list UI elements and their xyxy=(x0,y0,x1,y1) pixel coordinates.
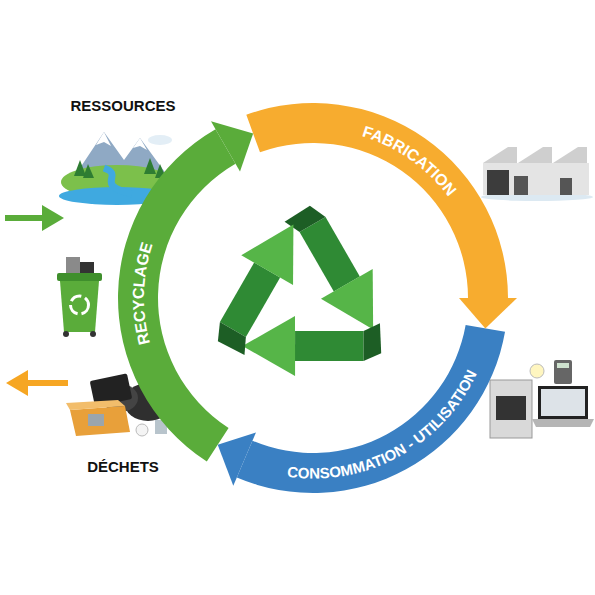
cloud xyxy=(148,135,172,145)
input-arrow xyxy=(5,215,47,221)
tree xyxy=(83,164,94,178)
cardboard-box xyxy=(70,406,130,436)
cycle-band: FABRICATION xyxy=(244,101,510,300)
cycle-arrow xyxy=(459,298,517,328)
factory-roof xyxy=(483,147,517,163)
bin-body xyxy=(60,281,99,332)
old-phone xyxy=(88,414,104,426)
cycle-arrowhead xyxy=(459,298,517,328)
band-outline: RECYCLAGE xyxy=(116,127,238,464)
river xyxy=(104,168,132,194)
recycle-fold xyxy=(351,318,394,367)
band-label: RECYCLAGE xyxy=(130,240,156,347)
output-arrow-head xyxy=(6,370,28,396)
factory-roof xyxy=(518,147,552,163)
recycle-fold xyxy=(210,314,253,363)
oven-door xyxy=(496,396,526,420)
factory-building xyxy=(483,163,589,195)
bin-lid xyxy=(57,273,102,281)
calculator-screen xyxy=(557,363,569,368)
old-bulb xyxy=(136,424,148,436)
recycle-arrow-head xyxy=(321,269,373,329)
recycle-arrow-head xyxy=(241,225,319,300)
mountain-snow xyxy=(96,132,111,146)
stage-label: RESSOURCES xyxy=(58,97,188,115)
recycle-symbol xyxy=(186,206,394,408)
band-title: FABRICATION xyxy=(360,123,459,199)
oven xyxy=(490,380,532,438)
input-arrow-head xyxy=(42,205,64,231)
recycle-arrow xyxy=(300,217,360,291)
factory-roof xyxy=(553,147,587,163)
bin-item xyxy=(66,257,80,275)
factory-window xyxy=(487,170,509,195)
band-label: FABRICATION xyxy=(360,123,459,199)
bin-wheel xyxy=(63,331,69,337)
calculator xyxy=(554,360,572,384)
band-shape xyxy=(246,103,508,298)
cycle-band: CONSOMMATION - UTILISATION xyxy=(234,322,508,495)
band-outline: FABRICATION xyxy=(244,101,510,300)
laptop-screen xyxy=(538,386,588,419)
recycle-arrow xyxy=(282,301,376,390)
band-title: CONSOMMATION - UTILISATION xyxy=(286,367,480,482)
bin-recycle-mark xyxy=(71,296,89,314)
tree xyxy=(74,160,86,176)
mountain-snow xyxy=(133,138,147,150)
light-bulb xyxy=(530,364,544,378)
tree xyxy=(144,158,156,174)
band-title: RECYCLAGE xyxy=(130,240,156,347)
factory-door xyxy=(560,178,572,195)
factory-door xyxy=(514,176,528,195)
stage-label: DÉCHETS xyxy=(68,458,178,476)
output-arrow xyxy=(26,380,68,386)
band-shape xyxy=(118,129,235,461)
bin-wheel xyxy=(90,331,96,337)
laptop-display xyxy=(541,389,585,416)
band-shape xyxy=(237,325,505,493)
cycle-band: RECYCLAGE xyxy=(116,127,238,464)
band-label: CONSOMMATION - UTILISATION xyxy=(286,367,480,482)
band-outline: CONSOMMATION - UTILISATION xyxy=(234,322,508,495)
laptop-base xyxy=(532,419,594,427)
cardboard-flap xyxy=(66,400,125,410)
